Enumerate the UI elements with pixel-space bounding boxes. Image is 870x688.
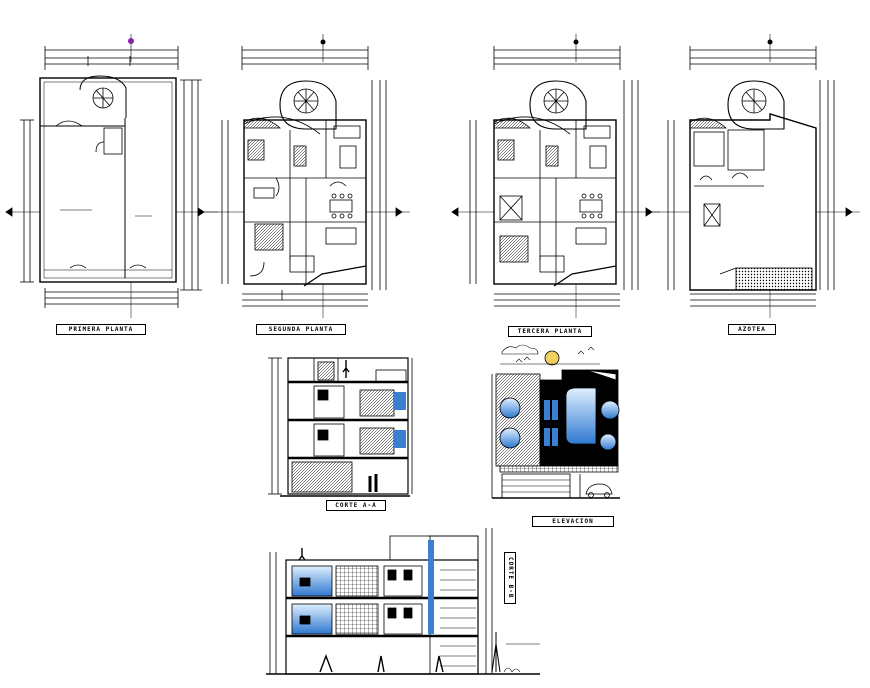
title-azotea: AZOTEA: [728, 324, 776, 335]
floor-plan-primera-planta: [5, 34, 218, 318]
title-tercera-planta: TERCERA PLANTA: [508, 326, 592, 337]
section-corte-a-a: [268, 357, 413, 497]
title-corte-b-b: CORTE B-B: [504, 552, 516, 604]
floor-plan-segunda-planta: [198, 34, 410, 318]
floor-plan-azotea: [648, 34, 860, 318]
elevation-facade: [491, 344, 620, 499]
title-primera-planta: PRIMERA PLANTA: [56, 324, 146, 335]
section-corte-b-b: [266, 528, 540, 675]
title-elevacion: ELEVACION: [532, 516, 614, 527]
floor-plan-tercera-planta: [451, 34, 660, 318]
title-segunda-planta: SEGUNDA PLANTA: [256, 324, 346, 335]
title-corte-a-a: CORTE A-A: [326, 500, 386, 511]
